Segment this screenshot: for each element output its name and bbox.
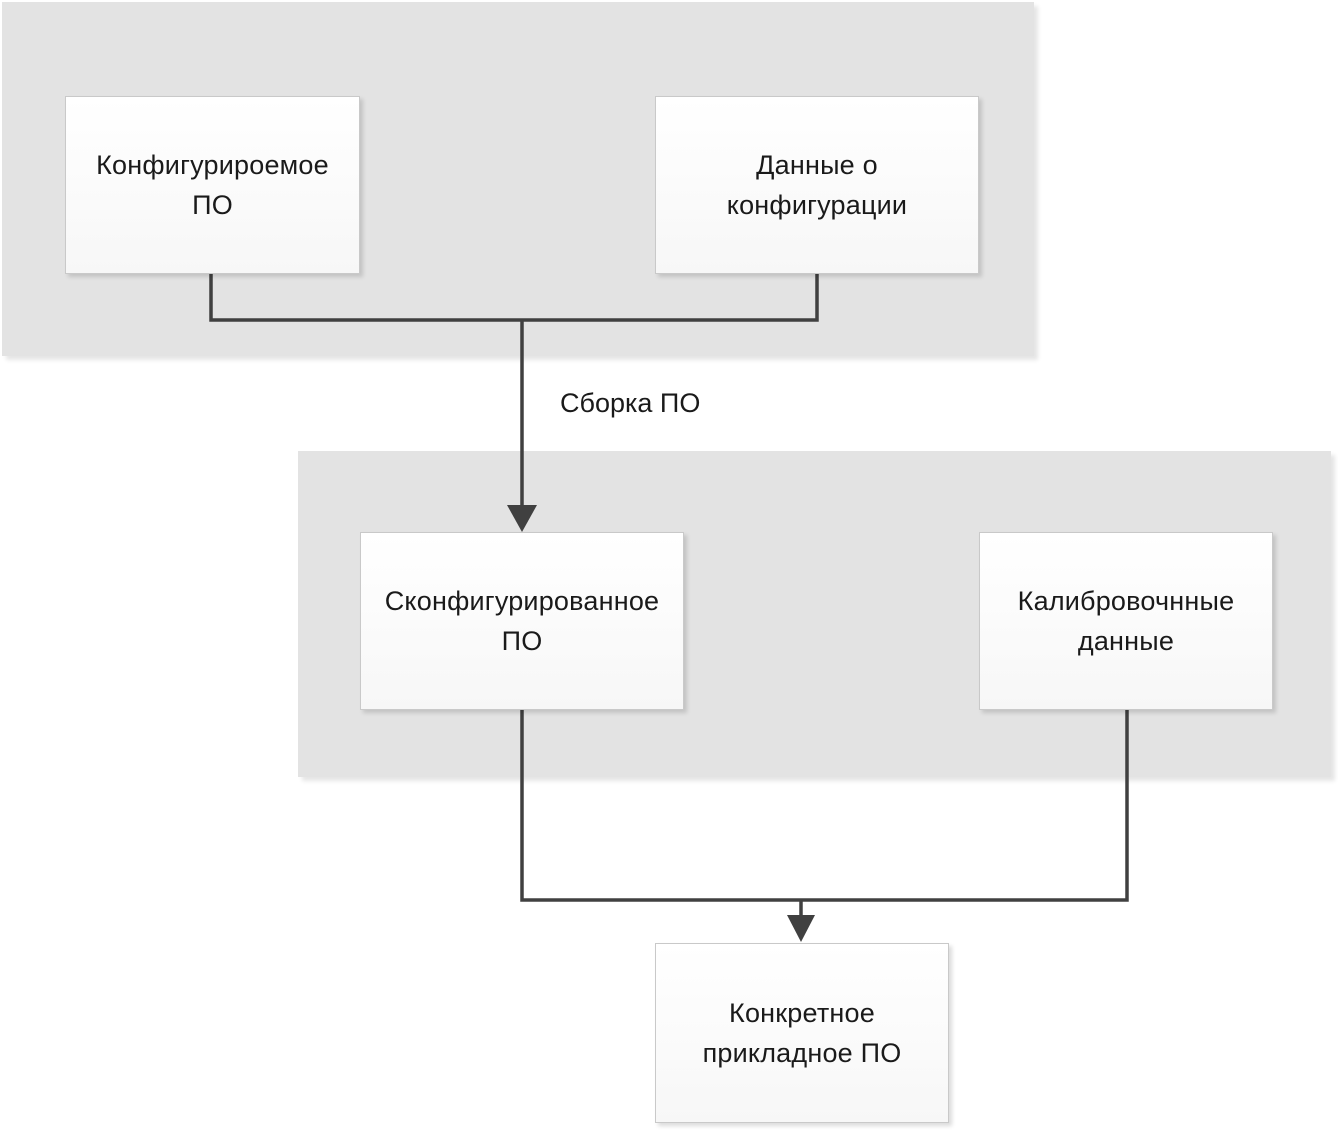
arrowhead-to-configured bbox=[507, 505, 537, 532]
connector-configdata-to-junction bbox=[522, 273, 819, 322]
configuration-data-label: Данные о конфигурации bbox=[726, 150, 908, 220]
configured-software-box: Сконфигурированное ПО bbox=[360, 532, 684, 710]
specific-application-software-box: Конкретное прикладное ПО bbox=[655, 943, 949, 1123]
calibration-data-label: Калибровочнные данные bbox=[1017, 586, 1235, 656]
calibration-data-box: Калибровочнные данные bbox=[979, 532, 1273, 710]
specific-application-software-label: Конкретное прикладное ПО bbox=[702, 998, 902, 1068]
build-software-label: Сборка ПО bbox=[560, 388, 701, 418]
configurable-software-label: Конфигурироемое ПО bbox=[96, 150, 329, 220]
connector-configurable-to-junction bbox=[209, 273, 522, 322]
arrowhead-to-application bbox=[787, 915, 815, 942]
configurable-software-box: Конфигурироемое ПО bbox=[65, 96, 360, 274]
configured-software-label: Сконфигурированное ПО bbox=[384, 586, 660, 656]
connector-calibration-to-junction bbox=[801, 709, 1129, 902]
connector-configured-to-junction bbox=[520, 709, 801, 902]
configuration-data-box: Данные о конфигурации bbox=[655, 96, 979, 274]
